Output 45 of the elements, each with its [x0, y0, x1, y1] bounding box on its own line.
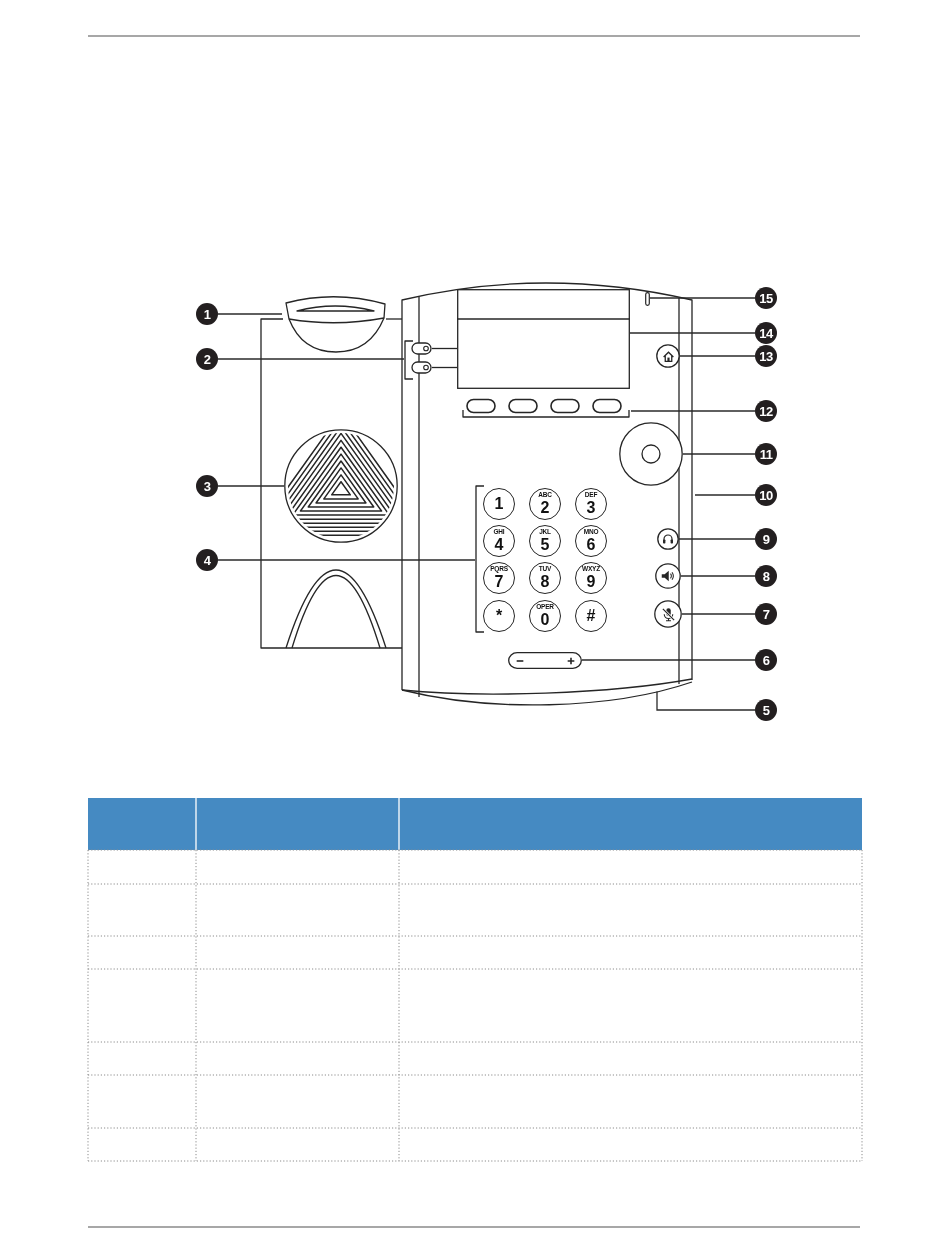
- home-button: [656, 344, 680, 368]
- callout-number: 6: [755, 649, 777, 671]
- indicator-light: [645, 292, 650, 306]
- leader-line: [630, 410, 756, 412]
- leader-line: [649, 297, 756, 299]
- callout-number: 12: [755, 400, 777, 422]
- speakerphone-button: [655, 563, 681, 589]
- display-screen: [457, 289, 630, 389]
- leader-line: [678, 538, 756, 540]
- leader-line: [680, 575, 756, 577]
- mute-button: [654, 600, 682, 628]
- callout-number: 9: [755, 528, 777, 550]
- headset-button: [657, 528, 679, 550]
- leader-line: [679, 355, 756, 357]
- callout-number: 2: [196, 348, 218, 370]
- handset: [282, 293, 388, 354]
- callout-number: 15: [755, 287, 777, 309]
- phone-body: [400, 280, 695, 708]
- leader-line: [694, 494, 756, 496]
- callout-number: 11: [755, 443, 777, 465]
- callout-number: 7: [755, 603, 777, 625]
- callout-number: 3: [196, 475, 218, 497]
- leader-line: [681, 613, 756, 615]
- leader-line: [217, 485, 285, 487]
- callout-number: 5: [755, 699, 777, 721]
- phone-base: [400, 676, 695, 707]
- keypad-key: *: [483, 600, 515, 632]
- callout-number: 4: [196, 549, 218, 571]
- leader-line: [217, 559, 476, 561]
- callout-number: 10: [755, 484, 777, 506]
- leader-line: [217, 313, 283, 315]
- leader-line: [656, 690, 756, 711]
- leader-line: [217, 358, 405, 360]
- keypad-key: 1: [483, 488, 515, 520]
- leader-line: [629, 332, 756, 334]
- callout-number: 8: [755, 565, 777, 587]
- speaker-grille: [284, 429, 398, 543]
- leader-line: [682, 453, 756, 455]
- navigation-wheel: [619, 422, 683, 486]
- callout-number: 1: [196, 303, 218, 325]
- keypad-key: #: [575, 600, 607, 632]
- callout-number: 14: [755, 322, 777, 344]
- volume-key: [508, 652, 582, 669]
- leader-line: [581, 659, 756, 661]
- callout-number: 13: [755, 345, 777, 367]
